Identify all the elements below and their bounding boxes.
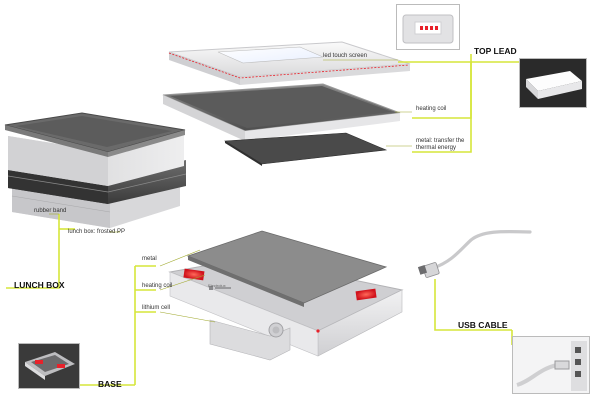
base-thumbnail <box>18 343 80 389</box>
usb-cable-thumbnail <box>512 336 590 394</box>
section-title-usb-cable: USB CABLE <box>458 320 508 330</box>
base-heat-pad-left <box>183 268 205 281</box>
label-lunch-box-frosted: lunch box: frosted PP <box>68 229 126 235</box>
label-heating-coil-top: heating coil <box>416 106 447 112</box>
section-title-base: BASE <box>98 379 122 389</box>
top-lead-thumbnail-glow <box>519 58 587 108</box>
base-unit <box>168 257 404 361</box>
label-base-brand: Electrolux <box>208 283 226 288</box>
base-heat-pad-right <box>355 288 377 301</box>
label-rubber-band: rubber band <box>34 208 67 214</box>
label-lithium-cell: lithium cell <box>142 305 171 311</box>
led-touch-screen-panel <box>217 46 324 64</box>
label-metal-base: metal <box>142 256 157 262</box>
label-metal-transfer-line2: thermal energy <box>416 144 457 151</box>
leader-lines <box>6 54 519 386</box>
section-title-lunch-box: LUNCH BOX <box>14 280 65 290</box>
top-metal-plate <box>224 132 388 166</box>
label-metal-transfer-line1: metal: transfer the <box>416 138 465 144</box>
label-led-touch-screen: led touch screen <box>323 53 368 59</box>
base-metal-plate <box>186 230 388 307</box>
leader-thin-lines <box>49 59 412 323</box>
section-title-top-lead: TOP LEAD <box>474 46 517 56</box>
top-lid <box>168 41 411 85</box>
top-lead-thumbnail-screen <box>396 4 460 50</box>
label-heating-coil-base: heating coil <box>142 283 173 289</box>
base-brand-mark <box>209 286 231 290</box>
usb-cable <box>417 229 532 278</box>
lunch-box <box>4 112 187 228</box>
top-heating-coil-tray <box>162 83 401 141</box>
label-metal-transfer: metal: transfer the thermal energy <box>416 138 464 152</box>
